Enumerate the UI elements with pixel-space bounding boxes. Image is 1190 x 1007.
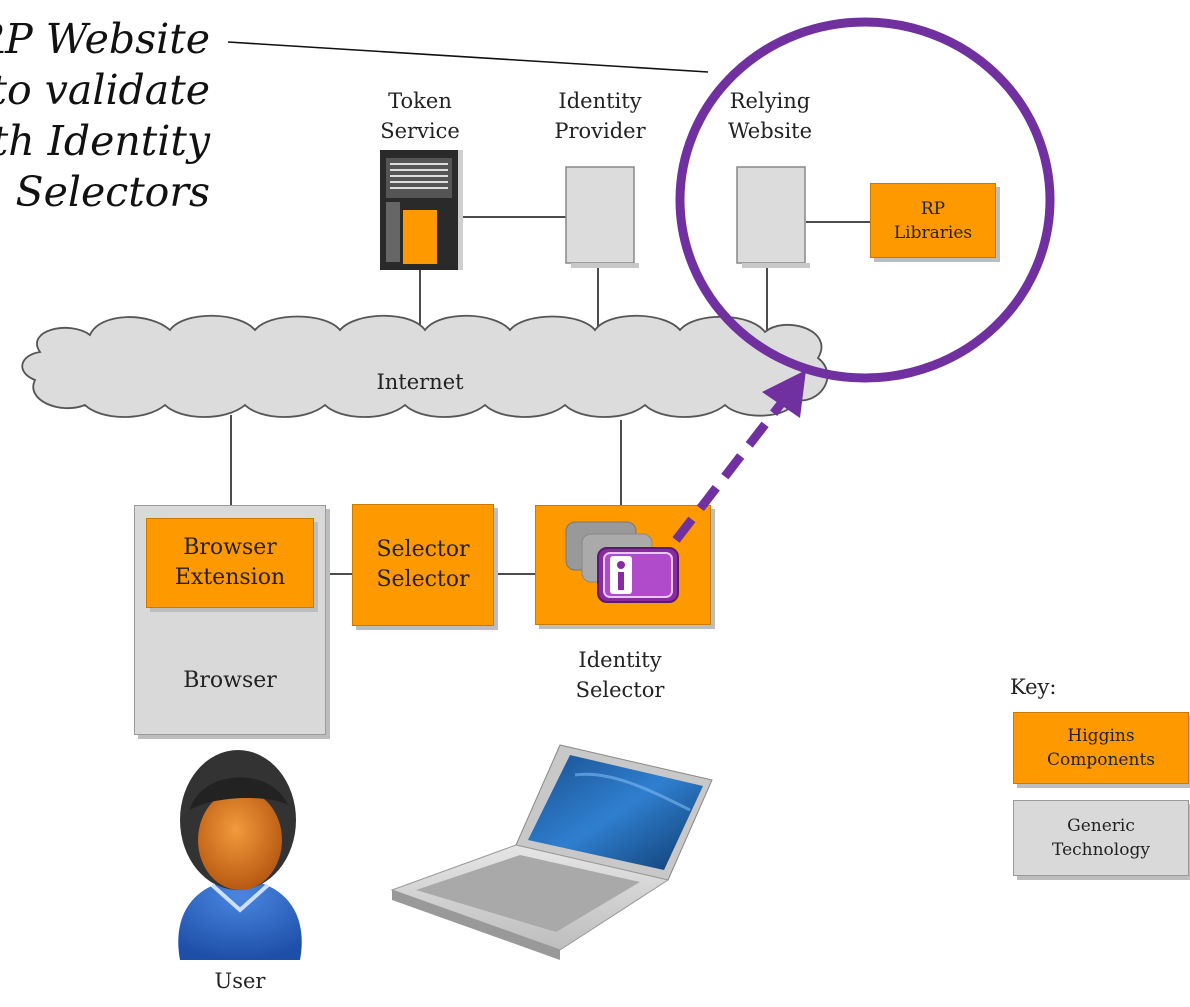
- arrow-head-icon: [762, 370, 806, 418]
- internet-cloud-icon: [21, 314, 829, 418]
- identity-selector-label: Identity Selector: [575, 648, 665, 702]
- headline-line-4: Selectors: [15, 168, 211, 216]
- browser-extension-label: Browser Extension: [174, 535, 286, 590]
- key-higgins-label: Higgins Components: [1047, 726, 1155, 770]
- key-generic-box: Generic Technology: [1013, 800, 1189, 876]
- relying-website-label: Relying Website: [727, 89, 813, 143]
- key-generic-label: Generic Technology: [1052, 816, 1150, 860]
- key-higgins-box: Higgins Components: [1013, 712, 1189, 784]
- relying-website-box: [736, 166, 806, 264]
- identity-provider-box: [565, 166, 635, 264]
- rp-libraries-label: RP Libraries: [893, 198, 973, 243]
- rp-libraries-box: RP Libraries: [870, 183, 996, 258]
- card-icon: [565, 521, 679, 603]
- selector-selector-label: Selector Selector: [376, 537, 470, 592]
- headline-line-3: with Identity: [0, 117, 210, 165]
- headline-line-2: to validate: [0, 66, 210, 114]
- user-avatar-icon: [178, 750, 302, 960]
- laptop-icon: [390, 744, 713, 960]
- user-label: User: [214, 969, 266, 993]
- identity-provider-label: Identity Provider: [554, 89, 646, 143]
- highlight-circle: [675, 17, 1055, 383]
- browser-label: Browser: [183, 668, 277, 693]
- selector-selector-box: Selector Selector: [352, 504, 494, 626]
- key-title: Key:: [1010, 675, 1057, 699]
- server-icon: [380, 150, 463, 270]
- internet-label: Internet: [376, 370, 464, 394]
- browser-extension-box: Browser Extension: [146, 518, 314, 608]
- headline: RP Website to validate with Identity Sel…: [0, 14, 210, 218]
- token-service-label: Token Service: [380, 89, 460, 143]
- dashed-arrow: [672, 389, 794, 543]
- callout-line: [227, 41, 709, 73]
- headline-line-1: RP Website: [0, 15, 210, 63]
